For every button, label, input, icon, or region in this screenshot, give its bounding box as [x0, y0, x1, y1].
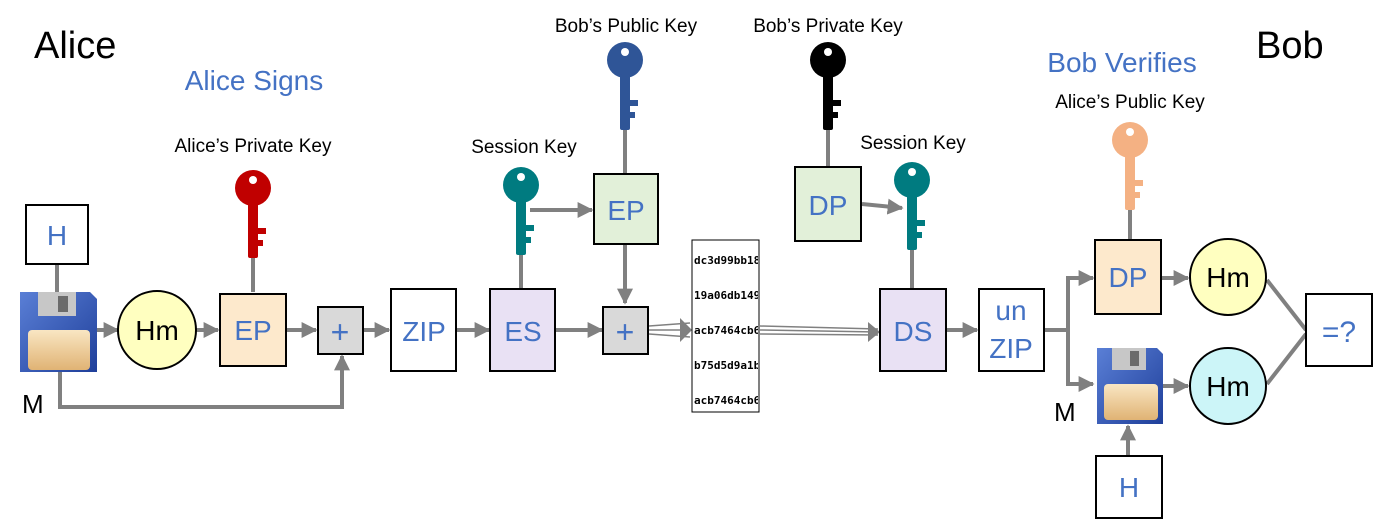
h-label-right: H: [1119, 472, 1139, 503]
dp-key-box: [794, 166, 862, 242]
ciphertext-line: acb7464cb68c4a: [694, 394, 787, 407]
ep-key-label: EP: [607, 195, 644, 226]
ciphertext-box: [691, 239, 760, 413]
alice-private-key-label: Alice’s Private Key: [175, 136, 332, 157]
unzip-to-floppy-arrow: [1066, 330, 1095, 392]
message-label-left: M: [22, 389, 44, 419]
transmission-arrowhead-left: [680, 318, 692, 342]
compare-box: [1305, 293, 1373, 367]
message-bypass-arrow: [58, 354, 350, 409]
plus-box-1: [317, 306, 364, 355]
dp-verify-label: DP: [1109, 262, 1148, 293]
ciphertext-line: 19a06db149dd2: [694, 289, 780, 302]
dp-key-label: DP: [809, 190, 848, 221]
es-box: [489, 288, 556, 372]
ciphertext-lines: dc3d99bb183cb 19a06db149dd2 acb7464cb68c…: [694, 254, 787, 407]
zip-box: [390, 288, 457, 372]
hm-bottom-to-compare-line: [1265, 332, 1308, 386]
es-label: ES: [504, 316, 541, 347]
ds-label: DS: [894, 316, 933, 347]
alice-title: Alice: [34, 25, 116, 67]
dp-verify-box: [1094, 239, 1162, 315]
ds-box: [879, 288, 947, 372]
bob-title: Bob: [1256, 25, 1324, 67]
hm-top-to-compare-line: [1265, 278, 1308, 332]
unzip-to-dp-arrow: [1044, 270, 1095, 332]
bob-public-key-hole: [621, 48, 629, 56]
unzip-label-line1: un: [995, 295, 1026, 326]
session-key-label-right: Session Key: [860, 133, 966, 154]
floppy-disk-icon-right: [1097, 348, 1163, 424]
ciphertext-line: b75d5d9a1b418: [694, 359, 780, 372]
session-key-hole-right: [908, 168, 916, 176]
unzip-box: [978, 288, 1045, 372]
plus-label-2: +: [616, 314, 635, 350]
unzip-label-line2: ZIP: [989, 333, 1033, 364]
bob-private-key-hole: [824, 48, 832, 56]
hm-label-left: Hm: [135, 315, 179, 346]
session-key-hole-left: [517, 173, 525, 181]
zip-label: ZIP: [402, 316, 446, 347]
transmission-lines: [648, 322, 879, 338]
connectors: [55, 123, 1308, 455]
alice-public-key-hole: [1126, 128, 1134, 136]
transmission-arrowhead-right: [868, 322, 880, 342]
hm-label-right-top: Hm: [1206, 262, 1250, 293]
dp-to-session-key-arrow: [861, 198, 904, 215]
bob-public-key-label: Bob’s Public Key: [555, 16, 698, 37]
alice-public-key-label: Alice’s Public Key: [1055, 92, 1205, 113]
alice-signs-heading: Alice Signs: [185, 65, 324, 96]
hm-label-right-bottom: Hm: [1206, 371, 1250, 402]
h-box-left: [25, 204, 89, 265]
plus-label-1: +: [331, 314, 350, 350]
compare-label: =?: [1322, 316, 1356, 349]
alice-private-key-hole: [249, 176, 257, 184]
session-key-label-left: Session Key: [471, 137, 577, 158]
h-label-left: H: [47, 220, 67, 251]
h-box-right: [1095, 455, 1163, 519]
ciphertext-line: dc3d99bb183cb: [694, 254, 780, 267]
bob-verifies-heading: Bob Verifies: [1047, 47, 1196, 78]
hm-circle-right-top: [1189, 238, 1267, 316]
ciphertext-line: acb7464cb68c4: [694, 324, 780, 337]
message-label-right: M: [1054, 397, 1076, 427]
floppy-disk-icon-left: [20, 292, 97, 372]
hm-circle-right-bottom: [1189, 347, 1267, 425]
ep-key-box: [593, 173, 659, 245]
hm-circle-left: [117, 290, 197, 370]
ep-sign-box: [219, 293, 287, 367]
ep-sign-label: EP: [234, 315, 271, 346]
plus-box-2: [602, 306, 649, 355]
bob-private-key-label: Bob’s Private Key: [753, 16, 903, 37]
